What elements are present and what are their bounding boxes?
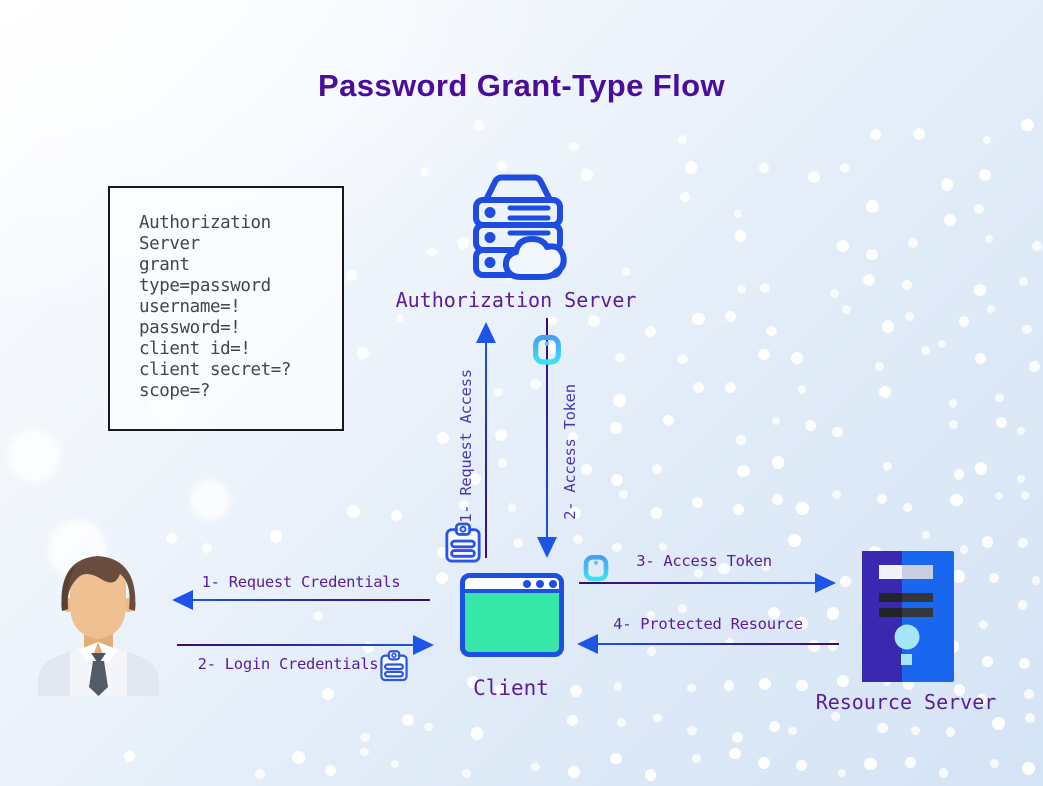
box-line: client id=! bbox=[139, 339, 251, 359]
arrowhead-right bbox=[815, 573, 836, 593]
box-line: client secret=? bbox=[139, 360, 292, 380]
authorization-request-box: Authorization Server grant type=password… bbox=[108, 186, 344, 431]
server-tower-icon bbox=[862, 551, 954, 682]
box-line: password=! bbox=[139, 318, 241, 338]
arrowhead-down bbox=[537, 537, 557, 558]
credentials-badge-icon bbox=[379, 649, 409, 683]
box-line: Authorization bbox=[139, 213, 271, 233]
login-credentials-label: 2- Login Credentials bbox=[197, 655, 379, 673]
box-line: type=password bbox=[139, 276, 271, 296]
access-token-right-label: 3- Access Token bbox=[636, 552, 772, 570]
authorization-server-label: Authorization Server bbox=[395, 288, 637, 312]
client-label: Client bbox=[473, 676, 549, 700]
server-stack-cloud-icon bbox=[464, 169, 572, 281]
arrowhead-up bbox=[476, 322, 496, 343]
request-credentials-label: 1- Request Credentials bbox=[201, 573, 401, 591]
browser-window-icon bbox=[460, 573, 564, 657]
protected-resource-label: 4- Protected Resource bbox=[613, 615, 803, 633]
key-icon bbox=[530, 334, 564, 390]
arrowhead-right bbox=[413, 635, 434, 655]
credentials-badge-icon bbox=[444, 521, 482, 565]
key-icon bbox=[581, 554, 611, 604]
box-line: grant bbox=[139, 255, 190, 275]
arrowhead-left bbox=[172, 590, 193, 610]
person-icon bbox=[32, 547, 165, 696]
box-line: scope=? bbox=[139, 381, 210, 401]
box-line: username=! bbox=[139, 297, 241, 317]
box-line: Server bbox=[139, 234, 200, 254]
page-title: Password Grant-Type Flow bbox=[318, 68, 725, 103]
resource-server-label: Resource Server bbox=[815, 690, 997, 714]
